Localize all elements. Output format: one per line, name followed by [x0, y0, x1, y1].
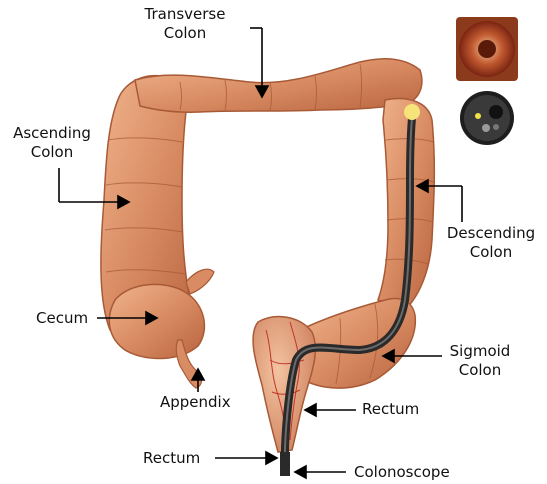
label-ascending-line1: Ascending [4, 124, 100, 143]
scope-light [404, 104, 420, 120]
ileum-stub [186, 269, 214, 294]
colon-body [101, 59, 434, 452]
label-rectum-right: Rectum [362, 400, 419, 419]
transverse-colon [135, 59, 422, 112]
label-descending-line2: Colon [436, 243, 546, 262]
sigmoid-colon [300, 299, 415, 389]
cecum-pouch [109, 284, 204, 358]
scope-tip-view-image [460, 91, 514, 145]
label-descending-colon: Descending Colon [436, 224, 546, 262]
label-colonoscope: Colonoscope [354, 463, 450, 482]
label-descending-line1: Descending [436, 224, 546, 243]
label-transverse-line2: Colon [130, 24, 240, 43]
label-appendix: Appendix [160, 393, 231, 412]
label-transverse-colon: Transverse Colon [130, 5, 240, 43]
label-sigmoid-colon: Sigmoid Colon [436, 342, 524, 380]
label-sigmoid-line2: Colon [436, 361, 524, 380]
label-cecum: Cecum [36, 309, 88, 328]
scope-handle [280, 452, 290, 476]
label-transverse-line1: Transverse [130, 5, 240, 24]
label-ascending-colon: Ascending Colon [4, 124, 100, 162]
endoscopic-view-image [456, 17, 518, 81]
label-sigmoid-line1: Sigmoid [436, 342, 524, 361]
label-rectum-left: Rectum [143, 449, 200, 468]
label-ascending-line2: Colon [4, 143, 100, 162]
